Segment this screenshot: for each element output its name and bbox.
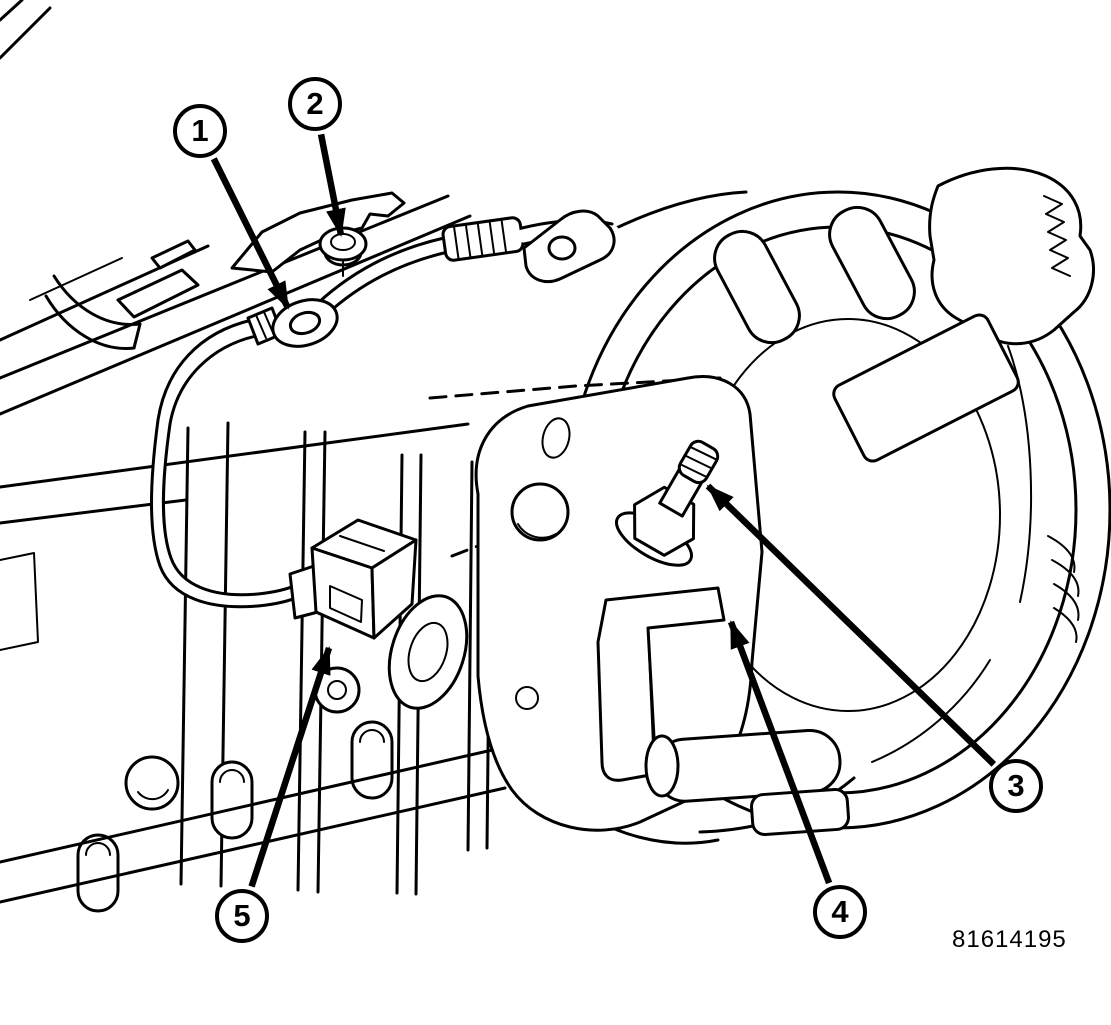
- figure-number: 81614195: [952, 926, 1067, 953]
- callout-4: 4: [813, 885, 867, 939]
- bracket-slot: [596, 586, 726, 782]
- callout-3: 3: [989, 759, 1043, 813]
- wiring-connector: [288, 518, 418, 640]
- engine-structure-upper-left: [0, 0, 472, 651]
- engine-block-lower-left: [0, 421, 547, 913]
- terminal-cover: [928, 166, 1095, 346]
- callout-1: 1: [173, 104, 227, 158]
- mounting-stud: [615, 439, 720, 567]
- wire-harness: [150, 209, 620, 609]
- mounting-post: [713, 229, 801, 345]
- callout-5: 5: [215, 889, 269, 943]
- grommet: [318, 226, 368, 277]
- callout-arrows: [210, 133, 997, 888]
- callout-2: 2: [288, 77, 342, 131]
- mounting-post: [828, 205, 916, 321]
